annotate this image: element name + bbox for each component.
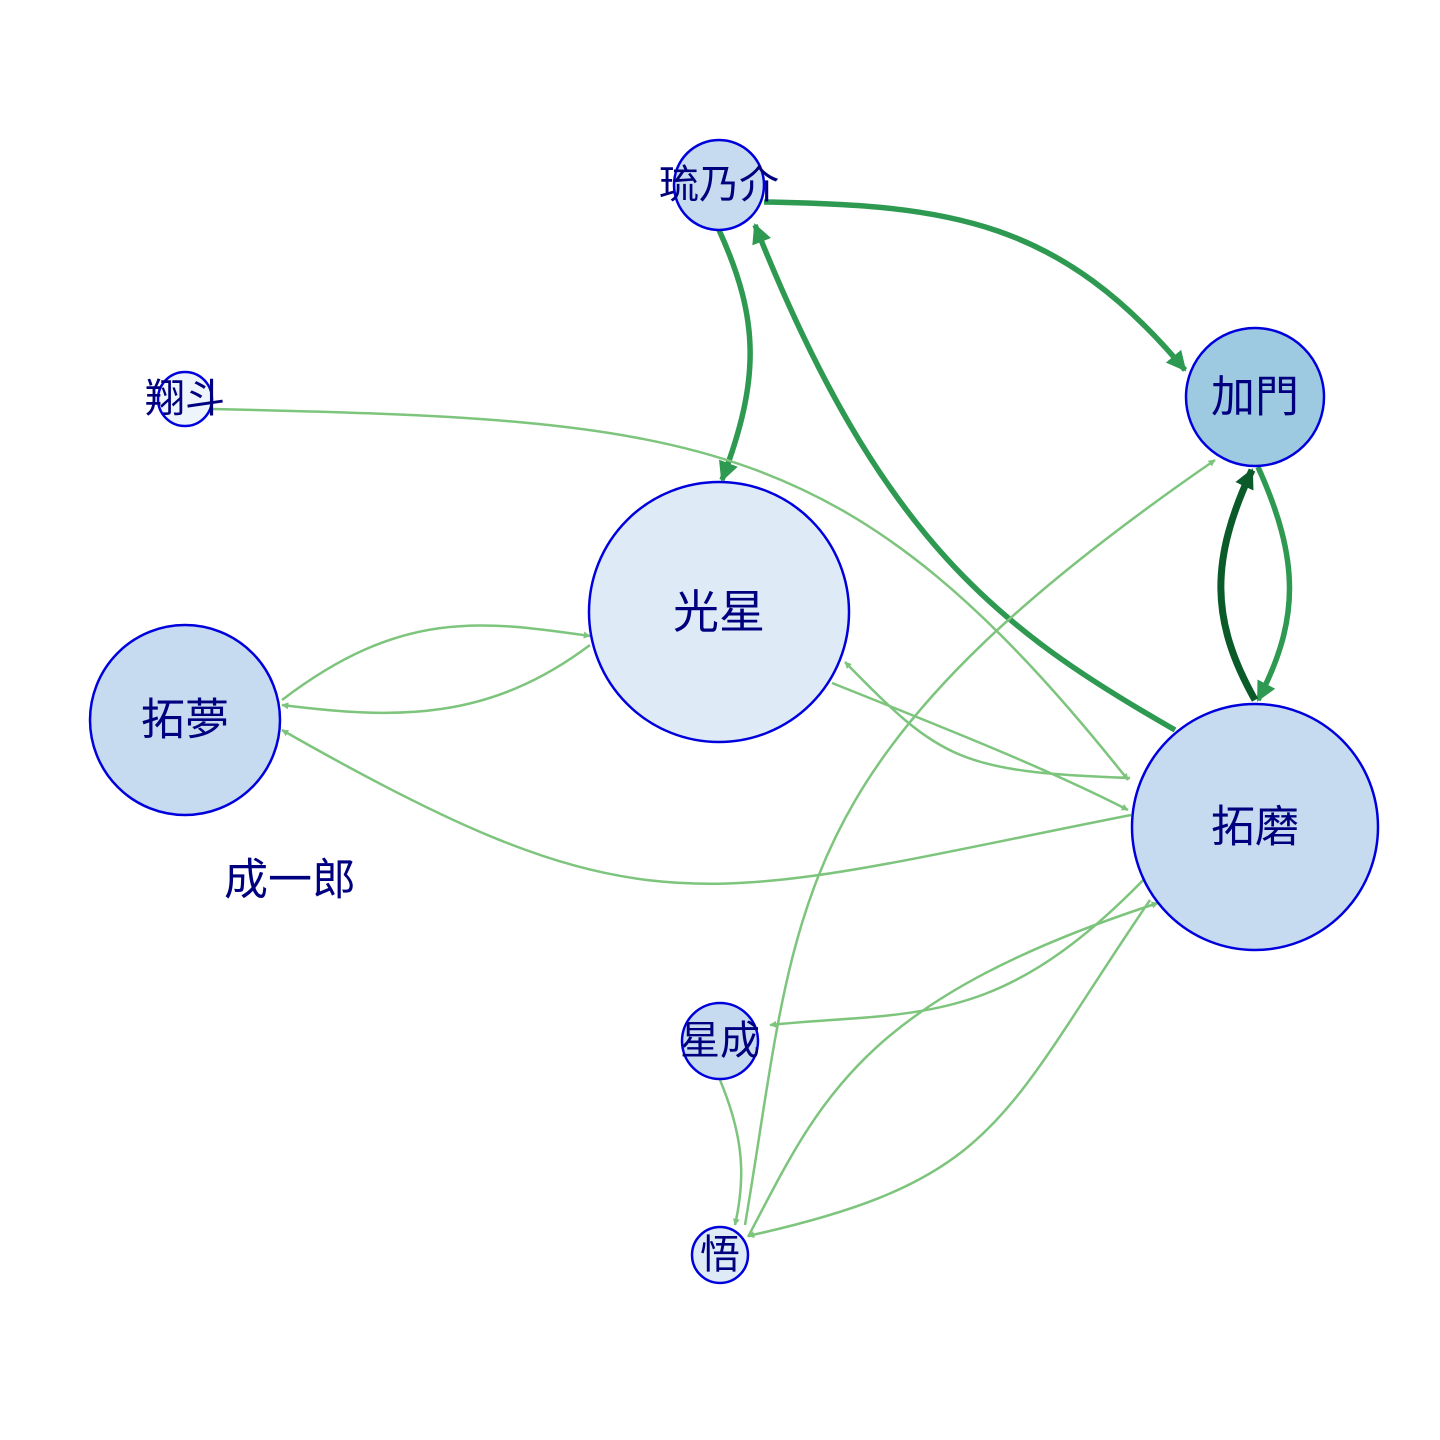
node-circle-shoto [156,370,214,428]
node-label-takumu: 拓夢 [141,695,229,746]
node-circle-seisei [680,1001,760,1081]
edge-takumu-to-kosei [281,624,591,701]
edge-satoru-to-kakado [743,458,1216,1226]
node-label-seiichiro: 成一郎 [224,855,356,906]
edge-satoru-to-takuma [746,901,1159,1238]
edge-kakado-to-takuma [1255,465,1293,702]
node-label-kakado: 加門 [1211,372,1299,423]
node-circle-kakado [1184,326,1326,468]
node-seisei: 星成 [680,1001,760,1081]
edges-layer [211,199,1293,1239]
node-circle-satoru [690,1225,750,1285]
node-circle-ryunosuke [672,138,766,232]
node-shoto: 翔斗 [145,370,225,428]
node-takuma: 拓磨 [1130,702,1380,952]
edge-kosei-to-takuma [831,681,1129,812]
edge-seisei-to-satoru [718,1079,743,1226]
node-kakado: 加門 [1184,326,1326,468]
edge-takuma-to-ryunosuke [752,223,1177,733]
node-circle-kosei [587,480,851,744]
node-label-shoto: 翔斗 [145,376,225,422]
edge-ryunosuke-to-kosei [716,228,753,482]
node-circle-takuma [1130,702,1380,952]
edge-ryunosuke-to-kakado [763,199,1188,372]
node-label-takuma: 拓磨 [1211,802,1299,853]
node-takumu: 拓夢 [88,623,282,817]
edge-takuma-to-kosei [844,661,1131,780]
node-label-satoru: 悟 [700,1232,740,1278]
node-label-kosei: 光星 [673,585,765,639]
edge-takuma-to-seisei [769,872,1151,1028]
edge-kosei-to-takumu [281,643,591,715]
node-seiichiro: 成一郎 [224,855,356,906]
node-circle-takumu [88,623,282,817]
node-label-seisei: 星成 [680,1018,760,1064]
edge-takuma-to-satoru [747,899,1152,1239]
node-kosei: 光星 [587,480,851,744]
edge-takuma-to-kakado [1217,468,1259,702]
node-ryunosuke: 琉乃介 [659,138,779,232]
edge-shoto-to-takuma [211,407,1129,781]
node-label-ryunosuke: 琉乃介 [659,162,779,208]
edge-takuma-to-takumu [281,728,1132,885]
node-satoru: 悟 [690,1225,750,1285]
